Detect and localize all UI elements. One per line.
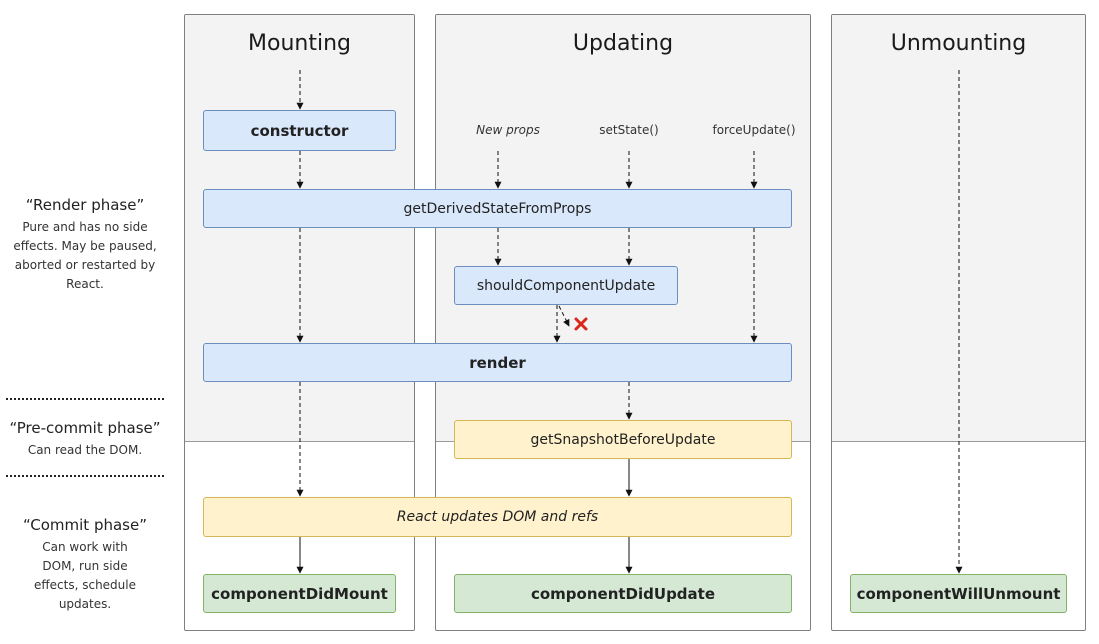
- commit-phase-desc: Can work with DOM, run side effects, sch…: [34, 540, 136, 611]
- get-snapshot-box: getSnapshotBeforeUpdate: [454, 420, 792, 459]
- render-phase-label: “Render phase” Pure and has no side effe…: [0, 196, 170, 294]
- phase-divider: [6, 398, 164, 400]
- updating-column: Updating: [435, 14, 811, 631]
- render-phase-desc: Pure and has no side effects. May be pau…: [13, 220, 157, 291]
- precommit-phase-title: “Pre-commit phase”: [9, 419, 161, 437]
- trigger-set-state: setState(): [599, 123, 659, 137]
- trigger-force-update: forceUpdate(): [712, 123, 796, 137]
- constructor-box: constructor: [203, 110, 396, 151]
- render-phase-shade: [832, 15, 1085, 442]
- precommit-phase-label: “Pre-commit phase” Can read the DOM.: [0, 419, 170, 460]
- commit-phase-title: “Commit phase”: [23, 516, 147, 534]
- component-did-update-box: componentDidUpdate: [454, 574, 792, 613]
- unmounting-column: Unmounting: [831, 14, 1086, 631]
- trigger-new-props: New props: [476, 123, 540, 137]
- mounting-column: Mounting: [184, 14, 415, 631]
- precommit-phase-desc: Can read the DOM.: [27, 443, 143, 457]
- should-component-update-box: shouldComponentUpdate: [454, 266, 678, 305]
- get-derived-state-box: getDerivedStateFromProps: [203, 189, 792, 228]
- render-box: render: [203, 343, 792, 382]
- unmounting-title: Unmounting: [890, 31, 1027, 56]
- mounting-title: Mounting: [248, 31, 351, 56]
- commit-phase-label: “Commit phase” Can work with DOM, run si…: [0, 516, 170, 614]
- render-phase-title: “Render phase”: [25, 196, 145, 214]
- component-did-mount-box: componentDidMount: [203, 574, 396, 613]
- dom-update-box: React updates DOM and refs: [203, 497, 792, 537]
- component-will-unmount-box: componentWillUnmount: [850, 574, 1067, 613]
- phase-divider: [6, 475, 164, 477]
- updating-title: Updating: [572, 31, 674, 56]
